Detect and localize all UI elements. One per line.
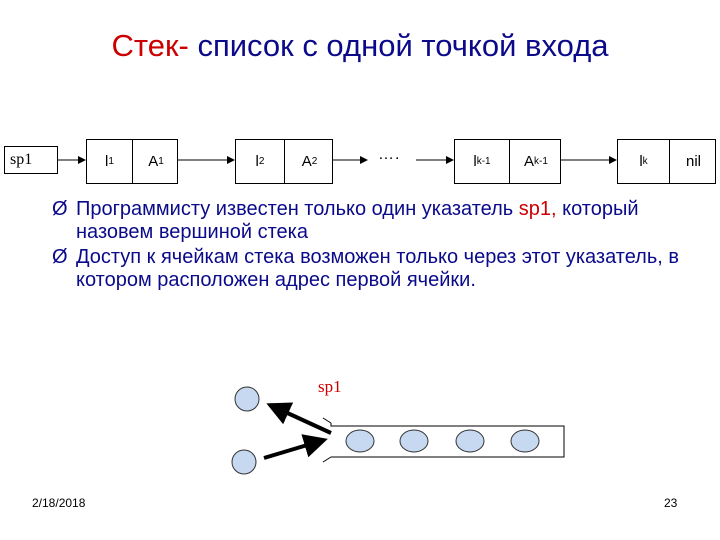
pushed-cell-circle [232, 450, 256, 474]
entry-tick-top [323, 418, 331, 423]
sp1-pointer-box: sp1 [4, 146, 58, 174]
arrow-bullet-icon: Ø [52, 198, 70, 221]
popped-cell-circle [235, 387, 259, 411]
stack-cell-circle [511, 430, 539, 452]
diagram-sp1-label: sp1 [318, 377, 342, 397]
push-arrow [264, 440, 324, 458]
page-number: 23 [664, 496, 677, 510]
stack-cell-circle [456, 430, 484, 452]
bullet-item: Ø Доступ к ячейкам стека возможен только… [52, 246, 692, 292]
stack-cell-circle [400, 430, 428, 452]
node-nil-field: nil [670, 140, 717, 183]
footer-date: 2/18/2018 [32, 496, 85, 510]
bullet-list: Ø Программисту известен только один указ… [52, 198, 692, 294]
highlight-sp1: sp1, [519, 198, 557, 220]
pop-arrow [270, 405, 331, 433]
entry-tick-bottom [323, 457, 331, 462]
stack-cell-circle [346, 430, 374, 452]
list-ellipsis: …. [378, 146, 400, 164]
arrow-bullet-icon: Ø [52, 246, 70, 269]
bullet-item: Ø Программисту известен только один указ… [52, 198, 692, 244]
sp1-label: sp1 [10, 151, 32, 169]
